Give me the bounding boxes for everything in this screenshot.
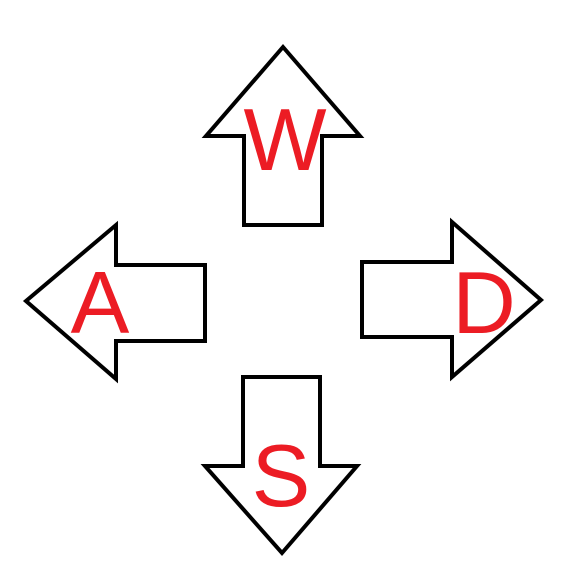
key-w-label: W — [243, 90, 326, 189]
arrow-up-icon — [201, 43, 365, 227]
arrow-right-icon — [360, 217, 545, 382]
arrow-left: A — [22, 220, 207, 384]
arrow-down-icon — [200, 375, 362, 557]
arrow-up: W — [201, 43, 365, 227]
key-a-label: A — [71, 253, 130, 352]
key-s-label: S — [252, 426, 311, 525]
arrow-left-icon — [22, 220, 207, 384]
key-d-label: D — [452, 253, 516, 352]
arrow-right: D — [360, 217, 545, 382]
arrow-down: S — [200, 375, 362, 557]
